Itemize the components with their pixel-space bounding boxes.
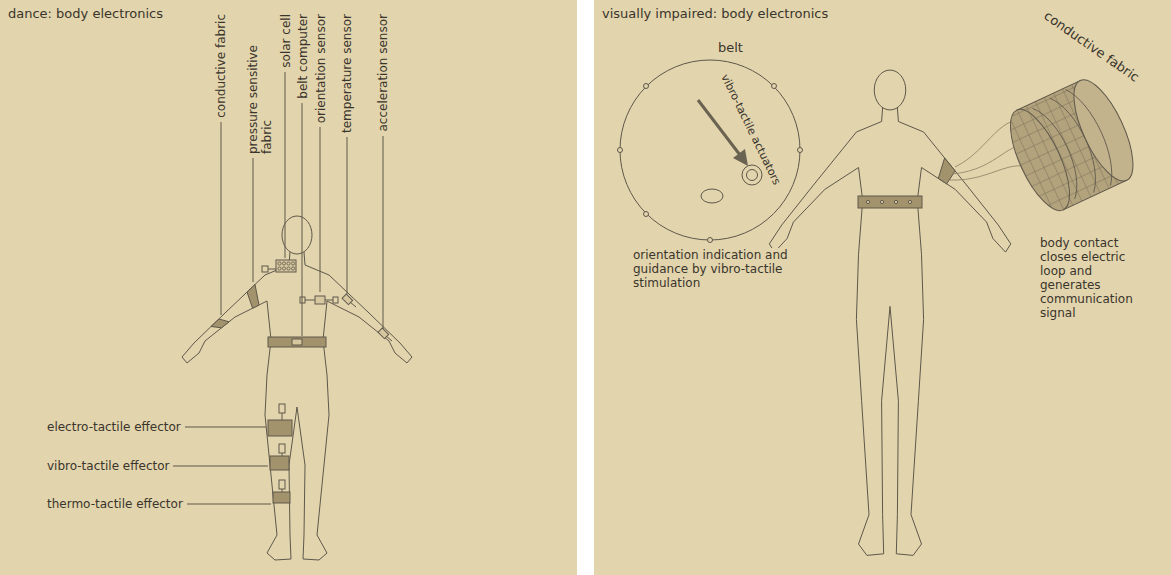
belt (268, 337, 326, 347)
leader-line (383, 136, 384, 329)
part-label: solar cell (279, 14, 293, 68)
part-label: electro-tactile effector (47, 420, 181, 434)
leader-line (187, 504, 271, 505)
body-outline (769, 108, 1011, 556)
leader-line (285, 72, 286, 258)
leg-band (270, 456, 289, 470)
impaired-electronics (618, 60, 1145, 243)
part-label: belt computer (296, 14, 310, 99)
human-figures (182, 70, 1011, 560)
leg-band (268, 420, 292, 436)
fabric-band (211, 319, 229, 328)
head-outline (874, 70, 906, 110)
part-label: conductive fabric (214, 14, 228, 118)
note-text: body contact closes electric loop and ge… (1040, 236, 1152, 320)
actuator (742, 165, 762, 185)
panel-title: visually impaired: body electronics (602, 6, 828, 22)
part-label: acceleration sensor (376, 14, 390, 132)
actuator (701, 189, 723, 203)
leader-line (320, 127, 321, 292)
fabric-band (247, 285, 259, 309)
panel-ground (594, 0, 1171, 575)
leader-line (185, 427, 266, 428)
head-outline (282, 216, 312, 254)
panel-ground (0, 0, 577, 575)
solar-panel (276, 260, 296, 272)
note-text: orientation indication and guidance by v… (633, 248, 793, 290)
part-label: orientation sensor (314, 14, 328, 123)
leader-line (253, 158, 254, 282)
leader-line (221, 122, 222, 315)
leg-band (273, 492, 290, 503)
part-label: belt (718, 40, 743, 56)
fabric-cylinder (999, 72, 1145, 218)
orientation-sensor-body (315, 296, 325, 304)
panel-title: dance: body electronics (8, 6, 163, 22)
leader-line (173, 466, 268, 467)
body-outline (182, 252, 412, 560)
belt-ring (620, 60, 800, 240)
part-label: thermo-tactile effector (47, 497, 183, 511)
solar-cells (278, 262, 295, 270)
part-label: vibro-tactile effector (47, 459, 169, 473)
belt (858, 196, 922, 208)
leader-line (302, 103, 303, 336)
part-label: temperature sensor (340, 14, 354, 133)
part-label: pressure sensitive fabric (246, 14, 274, 154)
leader-line (347, 137, 348, 294)
